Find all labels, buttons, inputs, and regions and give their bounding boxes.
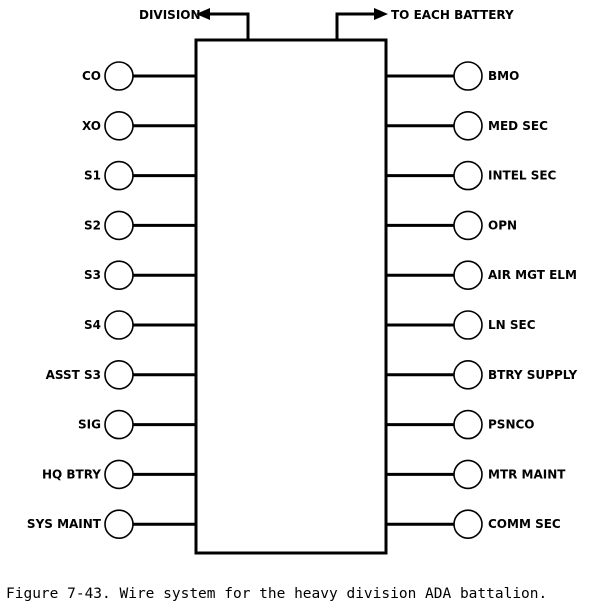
left-label-hq-btry: HQ BTRY [42, 467, 101, 481]
right-node-bmo: BMO [386, 61, 519, 91]
left-terminal-hq-btry [104, 459, 134, 490]
left-node-sys-maint: SYS MAINT [27, 509, 196, 540]
left-label-sig: SIG [78, 418, 101, 432]
left-node-s4: S4 [84, 310, 196, 340]
left-terminal-s1 [104, 160, 134, 191]
right-node-opn: OPN [386, 210, 517, 241]
wire-system-diagram: DIVISION TO EACH BATTERY CO XO S1S2S3S4ASS… [27, 8, 578, 555]
left-terminal-s4 [104, 310, 134, 340]
right-label-intel-sec: INTEL SEC [488, 169, 557, 183]
battery-connection [335, 8, 388, 40]
division-label: DIVISION [139, 8, 201, 22]
right-terminal-psnco [453, 409, 483, 440]
to-each-battery-label: TO EACH BATTERY [391, 8, 514, 22]
left-terminal-s3 [104, 260, 134, 291]
right-node-mtr-maint: MTR MAINT [386, 459, 566, 490]
right-label-psnco: PSNCO [488, 418, 535, 432]
left-terminal-sig [104, 409, 134, 440]
right-label-opn: OPN [488, 218, 517, 232]
right-label-ln-sec: LN SEC [488, 318, 536, 332]
left-terminal-xo [104, 111, 134, 141]
right-terminal-ln-sec [453, 310, 483, 340]
right-terminal-bmo [453, 61, 483, 91]
right-label-comm-sec: COMM SEC [488, 517, 561, 531]
right-terminal-med-sec [453, 111, 483, 141]
right-node-psnco: PSNCO [386, 409, 535, 440]
right-terminal-air-mgt-elm [453, 260, 483, 291]
central-switchboard [194, 38, 388, 555]
left-label-co: CO [82, 69, 101, 83]
left-node-xo: XO [82, 111, 196, 141]
left-terminal-sys-maint [104, 509, 134, 540]
left-label-xo: XO [82, 119, 101, 133]
right-node-intel-sec: INTEL SEC [386, 160, 557, 191]
figure-caption: Figure 7-43. Wire system for the heavy d… [6, 586, 548, 602]
left-node-asst-s3: ASST S3 [46, 359, 196, 390]
right-node-comm-sec: COMM SEC [386, 509, 561, 540]
left-label-sys-maint: SYS MAINT [27, 517, 102, 531]
left-label-s4: S4 [84, 318, 101, 332]
right-terminal-mtr-maint [453, 459, 483, 490]
right-node-air-mgt-elm: AIR MGT ELM [386, 260, 577, 291]
left-label-s1: S1 [84, 169, 101, 183]
right-label-mtr-maint: MTR MAINT [488, 467, 566, 481]
division-connection [196, 8, 250, 40]
left-node-s2: S2 [84, 210, 196, 241]
left-label-s2: S2 [84, 218, 101, 232]
right-node-med-sec: MED SEC [386, 111, 548, 141]
right-terminal-comm-sec [453, 509, 483, 540]
division-arrowhead [196, 8, 210, 20]
left-node-s3: S3 [84, 260, 196, 291]
right-terminal-opn [453, 210, 483, 241]
right-label-btry-supply: BTRY SUPPLY [488, 368, 578, 382]
right-terminal-btry-supply [453, 359, 483, 390]
right-label-air-mgt-elm: AIR MGT ELM [488, 268, 577, 282]
right-label-bmo: BMO [488, 69, 519, 83]
right-terminal-intel-sec [453, 160, 483, 191]
right-node-ln-sec: LN SEC [386, 310, 536, 340]
left-node-co: CO [82, 61, 196, 91]
right-label-med-sec: MED SEC [488, 119, 548, 133]
right-node-group: BMO MED SEC INTEL SEC OPN AIR MGT ELM LN SEC B… [386, 61, 578, 540]
left-node-hq-btry: HQ BTRY [42, 459, 196, 490]
left-terminal-co [104, 61, 134, 91]
left-terminal-s2 [104, 210, 134, 241]
left-terminal-asst-s3 [104, 359, 134, 390]
left-node-s1: S1 [84, 160, 196, 191]
battery-arrowhead [374, 8, 388, 20]
right-node-btry-supply: BTRY SUPPLY [386, 359, 578, 390]
left-label-s3: S3 [84, 268, 101, 282]
left-node-sig: SIG [78, 409, 196, 440]
left-label-asst-s3: ASST S3 [46, 368, 101, 382]
